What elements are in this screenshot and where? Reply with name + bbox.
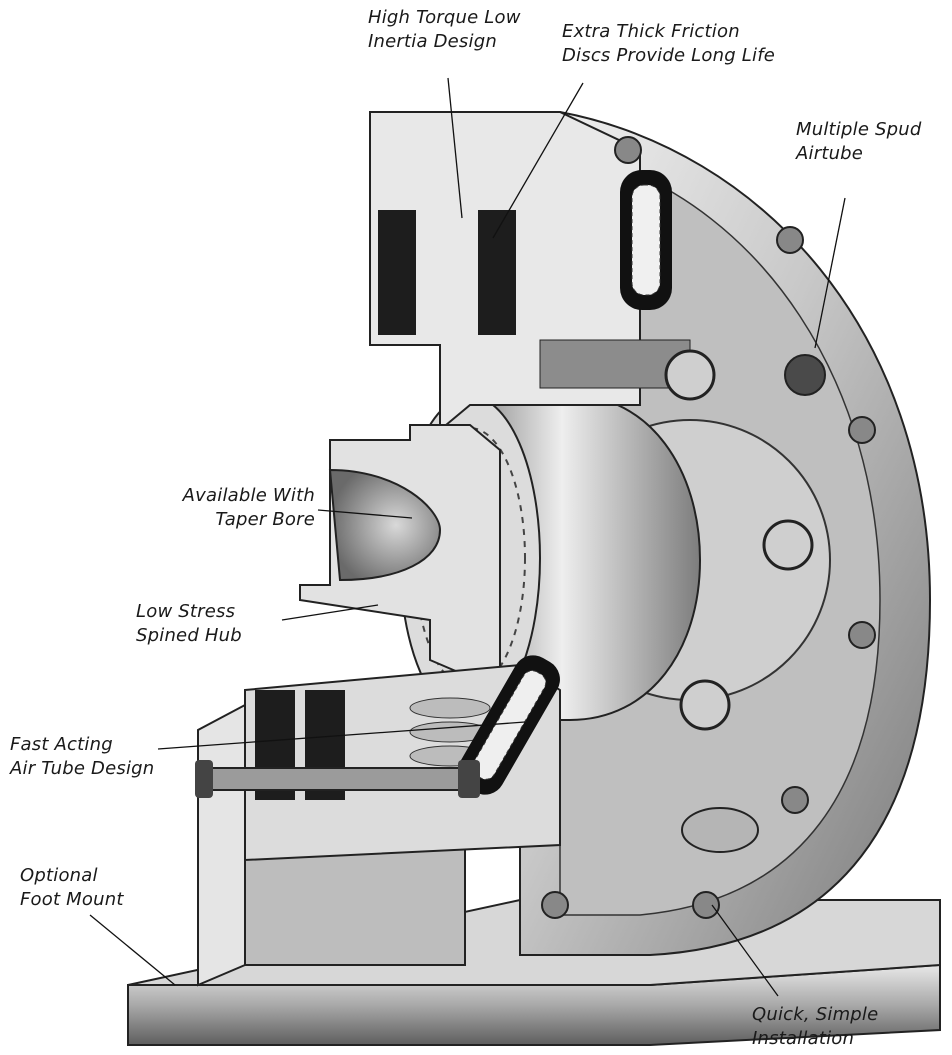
callout-installation: Quick, Simple Installation xyxy=(752,1003,878,1051)
callout-spud-airtube: Multiple Spud Airtube xyxy=(796,118,922,166)
callout-air-tube: Fast Acting Air Tube Design xyxy=(10,733,154,781)
leader-friction-discs xyxy=(492,82,584,239)
upper-cutaway-section xyxy=(369,111,691,433)
callout-foot-mount-line2: Foot Mount xyxy=(20,889,124,910)
leader-installation xyxy=(711,904,779,997)
callout-installation-line1: Quick, Simple xyxy=(752,1004,879,1025)
callout-spud-airtube-line1: Multiple Spud xyxy=(796,119,922,140)
callout-high-torque-line2: Inertia Design xyxy=(368,31,497,52)
lower-cutaway-section xyxy=(244,655,561,862)
housing-bolts xyxy=(541,136,876,919)
callout-high-torque: High Torque Low Inertia Design xyxy=(368,6,521,54)
splined-hub xyxy=(299,424,501,692)
leader-spud-airtube xyxy=(814,197,846,349)
callout-spud-airtube-line2: Airtube xyxy=(796,143,864,164)
leader-splined-hub xyxy=(281,604,379,621)
callout-taper-bore: Available With Taper Bore xyxy=(160,484,315,532)
callout-foot-mount-line1: Optional xyxy=(20,865,98,886)
callout-friction-discs-line2: Discs Provide Long Life xyxy=(562,45,776,66)
callout-splined-hub: Low Stress Spined Hub xyxy=(136,600,242,648)
leader-high-torque xyxy=(447,77,463,219)
callout-air-tube-line1: Fast Acting xyxy=(10,734,113,755)
callout-splined-hub-line2: Spined Hub xyxy=(136,625,242,646)
leader-lines xyxy=(89,77,846,997)
callout-installation-line2: Installation xyxy=(752,1028,855,1049)
callout-air-tube-line2: Air Tube Design xyxy=(10,758,155,779)
callout-taper-bore-line1: Available With xyxy=(182,485,315,506)
callout-friction-discs: Extra Thick Friction Discs Provide Long … xyxy=(562,20,775,68)
callout-high-torque-line1: High Torque Low xyxy=(368,7,521,28)
callout-foot-mount: Optional Foot Mount xyxy=(20,864,124,912)
through-bolt xyxy=(195,760,480,798)
leader-taper-bore xyxy=(317,509,413,519)
callout-friction-discs-line1: Extra Thick Friction xyxy=(562,21,740,42)
callout-taper-bore-line2: Taper Bore xyxy=(215,509,315,530)
callout-splined-hub-line1: Low Stress xyxy=(136,601,236,622)
leader-air-tube xyxy=(157,721,526,750)
leader-foot-mount xyxy=(89,914,176,986)
